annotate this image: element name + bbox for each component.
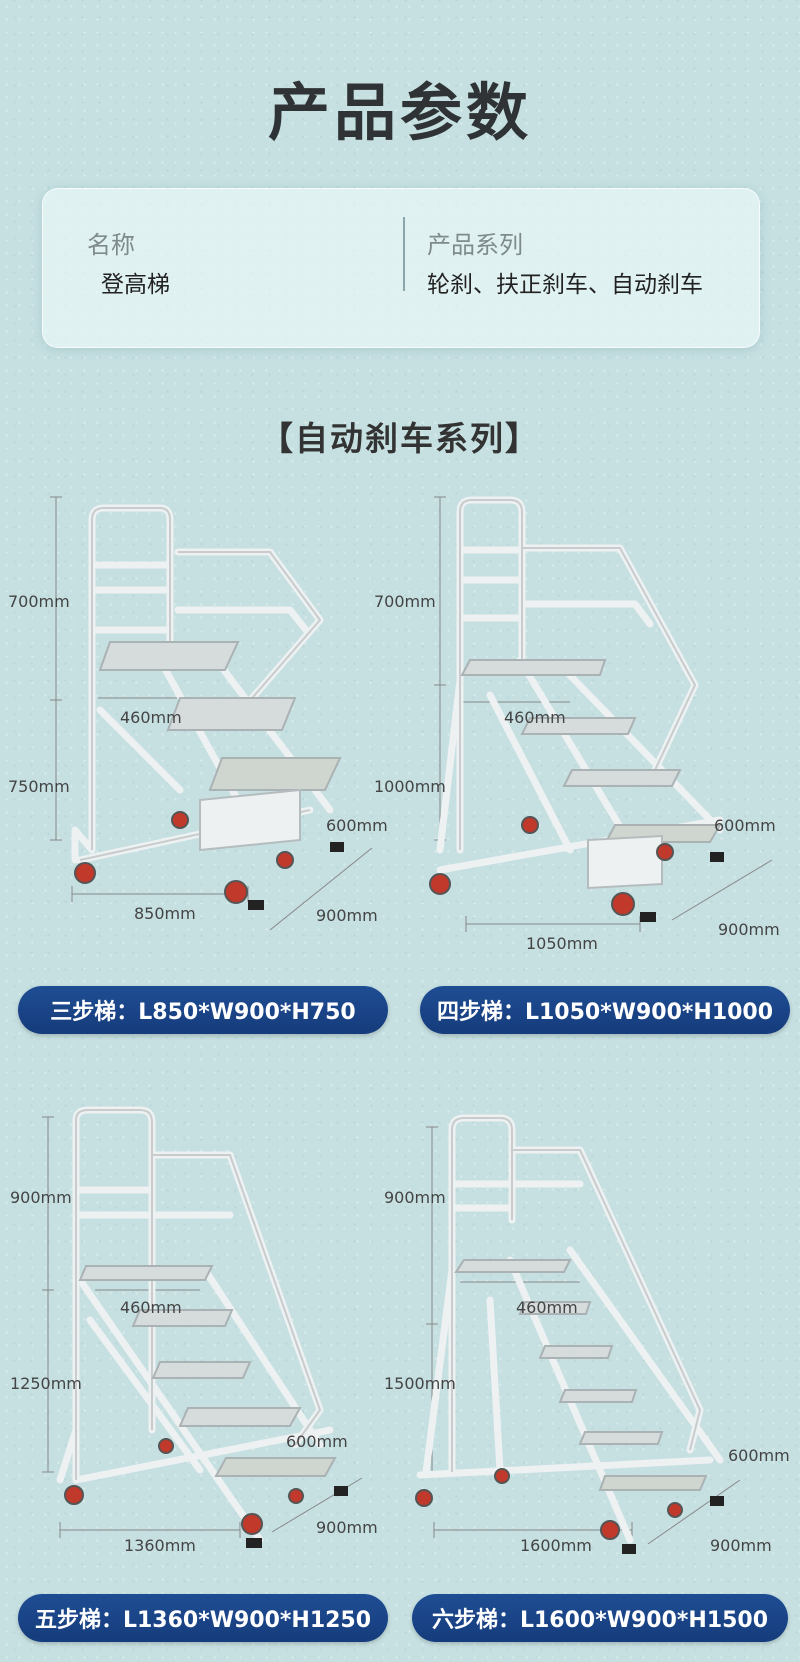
top-height-label: 700mm bbox=[374, 592, 436, 611]
width-label: 900mm bbox=[718, 920, 780, 939]
width-label: 900mm bbox=[316, 906, 378, 925]
step-depth-label: 600mm bbox=[728, 1446, 790, 1465]
ladder-panel-4-step: 700mm 1000mm 460mm 600mm 1050mm 900mm bbox=[374, 480, 800, 960]
step-depth-label: 600mm bbox=[714, 816, 776, 835]
spec-pill-4-step: 四步梯：L1050*W900*H1000 bbox=[420, 986, 790, 1034]
ladder-panel-3-step: 700mm 750mm 460mm 600mm 850mm 900mm bbox=[0, 480, 400, 960]
length-label: 1600mm bbox=[520, 1536, 592, 1555]
ladder-image bbox=[50, 496, 373, 931]
name-value: 登高梯 bbox=[101, 272, 170, 298]
width-label: 900mm bbox=[710, 1536, 772, 1555]
top-height-label: 900mm bbox=[384, 1188, 446, 1207]
length-label: 850mm bbox=[134, 904, 196, 923]
ladder-panel-6-step: 900mm 1500mm 460mm 600mm 1600mm 900mm bbox=[384, 1100, 800, 1580]
top-height-label: 900mm bbox=[10, 1188, 72, 1207]
ladder-image bbox=[415, 1114, 741, 1554]
length-label: 1050mm bbox=[526, 934, 598, 953]
platform-width-label: 460mm bbox=[504, 708, 566, 727]
product-info-card: 名称 登高梯 产品系列 轮刹、扶正刹车、自动刹车 bbox=[42, 188, 760, 348]
name-label: 名称 bbox=[87, 231, 135, 259]
ladder-image bbox=[429, 496, 773, 932]
top-height-label: 700mm bbox=[8, 592, 70, 611]
platform-height-label: 1250mm bbox=[10, 1374, 82, 1393]
series-label: 产品系列 bbox=[427, 231, 523, 259]
ladder-panel-5-step: 900mm 1250mm 460mm 600mm 1360mm 900mm bbox=[0, 1100, 400, 1580]
length-label: 1360mm bbox=[124, 1536, 196, 1555]
step-depth-label: 600mm bbox=[286, 1432, 348, 1451]
platform-width-label: 460mm bbox=[516, 1298, 578, 1317]
spec-pill-6-step: 六步梯：L1600*W900*H1500 bbox=[412, 1594, 788, 1642]
platform-height-label: 1000mm bbox=[374, 777, 446, 796]
step-depth-label: 600mm bbox=[326, 816, 388, 835]
info-divider bbox=[403, 217, 405, 291]
platform-width-label: 460mm bbox=[120, 1298, 182, 1317]
width-label: 900mm bbox=[316, 1518, 378, 1537]
platform-height-label: 750mm bbox=[8, 777, 70, 796]
spec-pill-3-step: 三步梯：L850*W900*H750 bbox=[18, 986, 388, 1034]
platform-height-label: 1500mm bbox=[384, 1374, 456, 1393]
ladder-image bbox=[42, 1106, 363, 1548]
page-title: 产品参数 bbox=[267, 76, 532, 149]
series-title: 【自动刹车系列】 bbox=[260, 419, 540, 458]
spec-pill-5-step: 五步梯：L1360*W900*H1250 bbox=[18, 1594, 388, 1642]
series-value: 轮刹、扶正刹车、自动刹车 bbox=[427, 272, 703, 298]
platform-width-label: 460mm bbox=[120, 708, 182, 727]
